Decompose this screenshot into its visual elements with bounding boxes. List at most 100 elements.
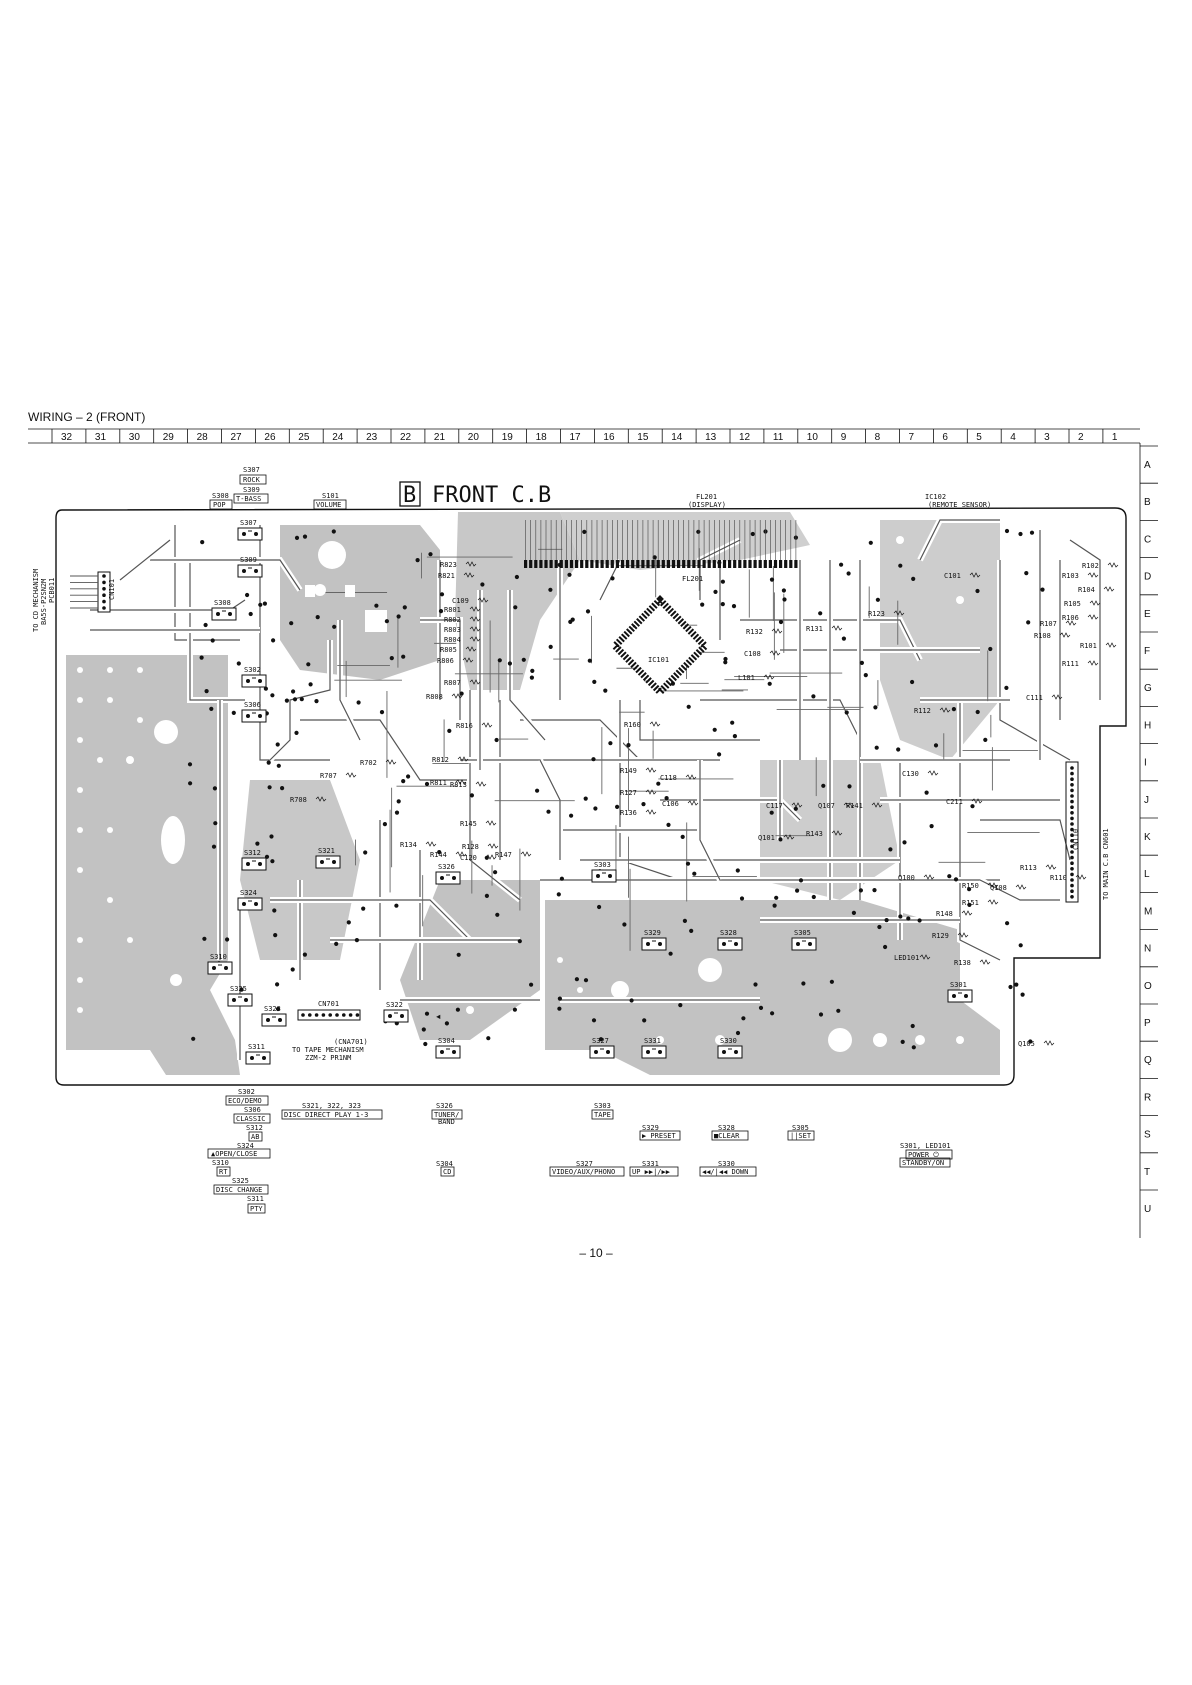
grid-column-label: 28: [197, 432, 209, 443]
solder-pad: [629, 998, 634, 1003]
solder-pad: [308, 682, 313, 687]
grid-row-label: D: [1144, 572, 1151, 583]
solder-pad: [273, 933, 278, 938]
switch-body: [641, 1045, 667, 1059]
solder-pad: [332, 624, 337, 629]
legend-video: VIDEO/AUX/PHONO: [552, 1168, 615, 1176]
fl201-pin: [605, 560, 609, 568]
solder-pad: [270, 859, 275, 864]
solder-pad: [276, 763, 281, 768]
solder-pad: [818, 1012, 824, 1017]
component-labels: R823R821C109R801R802R803R804R805R806R807…: [290, 561, 1119, 1048]
solder-pad: [302, 534, 308, 539]
grid-row-label: N: [1144, 944, 1151, 955]
component-symbol: [469, 626, 481, 632]
fl201-pin: [702, 560, 706, 568]
copper-trace: [979, 879, 1060, 901]
solder-pad: [1029, 530, 1035, 535]
component-label-c211: C211: [946, 798, 963, 806]
legend-set: ||SET: [790, 1132, 812, 1140]
component-symbol: [645, 789, 657, 795]
component-label-r804: R804: [444, 636, 461, 644]
grid-column-label: 6: [942, 432, 948, 443]
solder-pad: [911, 576, 916, 582]
solder-pad: [493, 870, 498, 875]
component-symbol: [487, 843, 499, 849]
mounting-hole: [137, 667, 143, 673]
solder-pad: [455, 1007, 460, 1012]
component-symbol: [939, 707, 951, 713]
legend-power-box: [905, 1149, 953, 1160]
switch-pad: [262, 1056, 266, 1060]
solder-pad: [717, 752, 722, 757]
cn701-connector: [297, 1009, 361, 1021]
switch-label-s308: S308: [214, 599, 231, 607]
label-ic102-top: IC102: [925, 493, 946, 501]
component-label-r806: R806: [437, 657, 454, 665]
solder-pad: [906, 916, 911, 921]
mounting-hole: [77, 737, 83, 743]
label-volume: VOLUME: [316, 501, 341, 509]
solder-pad: [898, 563, 903, 568]
board-letter-box: [399, 481, 421, 507]
solder-pad: [929, 824, 934, 829]
component-label-c109: C109: [452, 597, 469, 605]
solder-pad: [859, 660, 865, 666]
solder-pad: [686, 704, 691, 709]
solder-pad: [424, 781, 430, 787]
switch-pad: [722, 942, 726, 946]
legend-up: UP ▶▶|/▶▶: [632, 1168, 671, 1176]
cn110-pin: [1070, 878, 1074, 882]
cn110-pin: [1070, 788, 1074, 793]
grid-column-label: 13: [705, 432, 717, 443]
switch-label-s305: S305: [794, 929, 811, 937]
solder-pad: [199, 655, 204, 660]
switch-label-s325: S325: [230, 985, 247, 993]
component-label-r128: R128: [462, 843, 479, 851]
solder-pad: [778, 837, 783, 842]
solder-pad: [739, 896, 745, 901]
fl201-pin: [564, 560, 568, 568]
solder-pad: [354, 938, 359, 943]
switch-label-s310: S310: [210, 953, 227, 961]
solder-pad: [469, 793, 474, 798]
solder-pad: [967, 887, 972, 892]
cn701-pin: [335, 1013, 339, 1017]
legend-s306: S306: [244, 1106, 261, 1114]
solder-pad: [415, 558, 420, 563]
switch-pad: [320, 860, 324, 864]
copper-trace: [119, 539, 171, 581]
solder-pad: [486, 1036, 491, 1041]
switch-pad: [400, 1014, 404, 1018]
solder-pad: [1040, 587, 1045, 592]
component-symbol: [1087, 572, 1099, 578]
legend-s301: S301, LED101: [900, 1142, 951, 1150]
legend-clear-box: [711, 1130, 749, 1141]
solder-pad: [723, 656, 728, 662]
solder-pad: [245, 592, 250, 598]
component-label-c108: C108: [744, 650, 761, 658]
fl201-pin: [733, 560, 737, 568]
grid-column-label: 7: [909, 432, 915, 443]
solder-pad: [289, 621, 294, 626]
solder-pad: [535, 788, 540, 793]
solder-pad: [610, 576, 615, 581]
cn110-pin: [1070, 822, 1074, 826]
solder-pad: [236, 661, 241, 666]
board-letter: B: [403, 483, 416, 508]
solder-pad: [900, 1039, 905, 1044]
solder-pad: [437, 850, 442, 855]
solder-pad: [735, 1030, 741, 1036]
top-labels: S307 ROCK S309 T-BASS S308 POP S101 VOLU…: [209, 466, 991, 510]
label-to-tape: TO TAPE MECHANISM: [292, 1046, 364, 1054]
switch-body: [261, 1013, 287, 1027]
copper-trace: [339, 620, 361, 741]
grid-column-label: 30: [129, 432, 141, 443]
grid-column-label: 1: [1112, 432, 1118, 443]
solder-pad: [656, 781, 661, 786]
component-symbol: [843, 802, 855, 808]
grid-row-label: G: [1144, 683, 1152, 694]
solder-pad: [379, 710, 385, 715]
solder-pad: [1004, 528, 1010, 534]
switch-pad: [258, 714, 262, 718]
